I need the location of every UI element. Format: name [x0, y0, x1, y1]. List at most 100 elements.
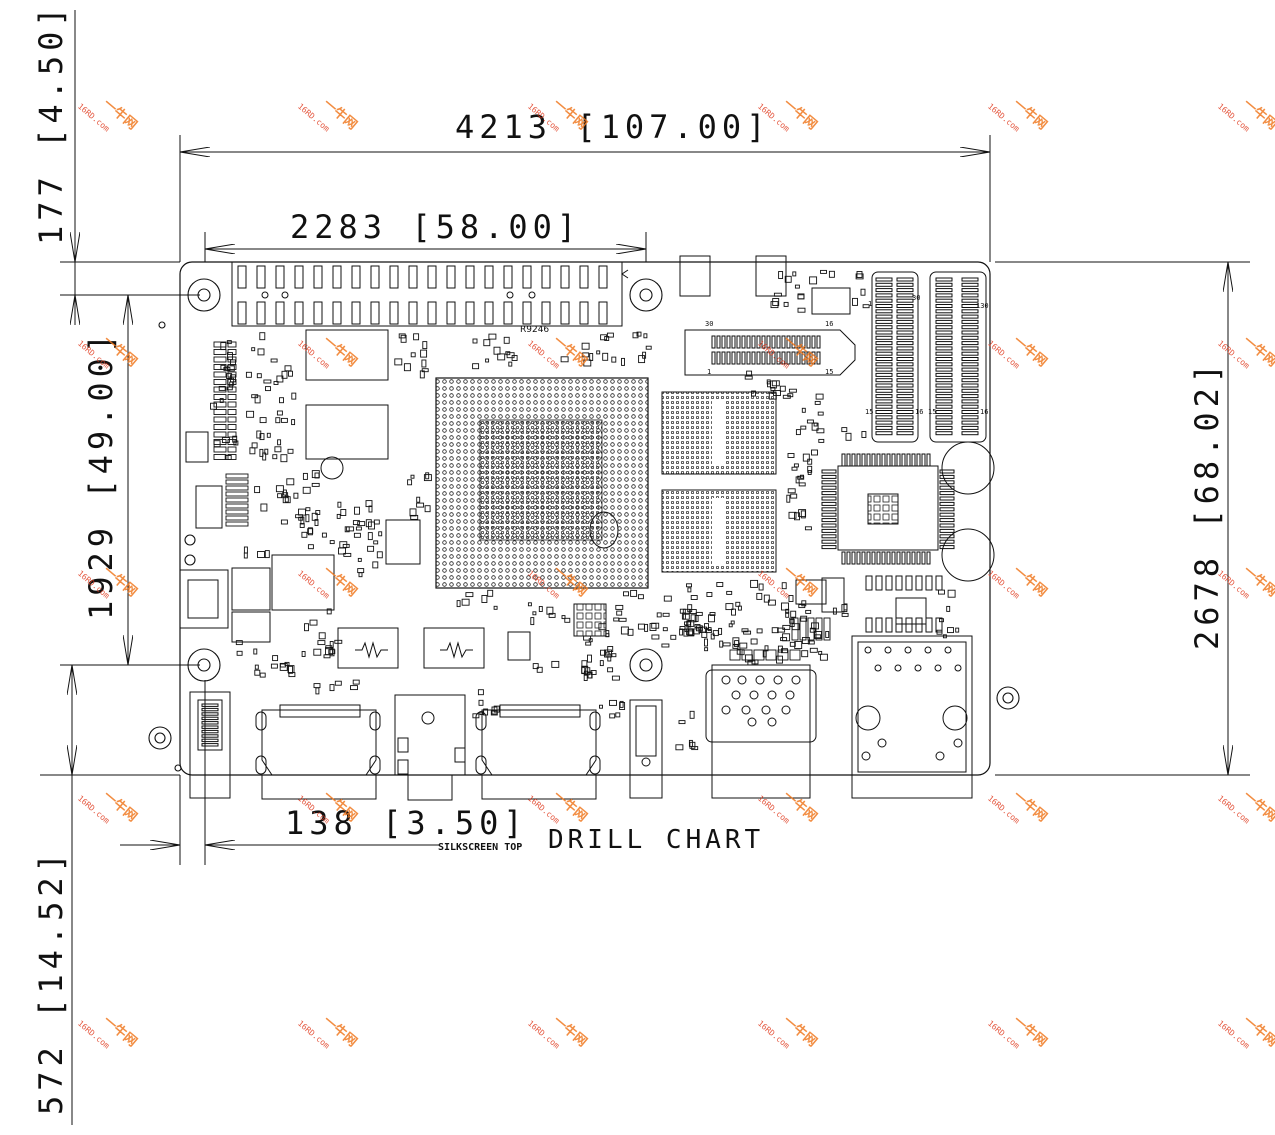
usb-port: [705, 664, 817, 799]
header-pin: [389, 265, 399, 289]
dimension-lines: [40, 10, 1250, 1125]
passive-components: [210, 269, 960, 751]
header-pin: [541, 301, 551, 325]
b2b-pin-30: 30: [912, 294, 920, 302]
header-pin: [446, 301, 456, 325]
header-pin: [294, 301, 304, 325]
header-pin: [408, 301, 418, 325]
header-pin: [256, 265, 266, 289]
header-pin: [275, 265, 285, 289]
mounting-holes: [148, 278, 1020, 772]
overall-width-label: 4213 [107.00]: [455, 108, 770, 146]
header-pin: [332, 301, 342, 325]
header-pin: [560, 265, 570, 289]
top-offset-label: 177 [4.50]: [32, 2, 70, 245]
b2b-pin-15b: 15: [928, 408, 936, 416]
mounting-hole-bottom-right: [629, 648, 663, 682]
b2b-pin-130: 130: [976, 302, 989, 310]
ram-chips: [661, 391, 777, 573]
b2b-pin-1: 1: [868, 300, 872, 308]
silkscreen-label: SILKSCREEN TOP: [438, 842, 522, 853]
header-pin: [522, 301, 532, 325]
header-pin: [522, 265, 532, 289]
header-pin: [237, 265, 247, 289]
header-pin: [503, 265, 513, 289]
header-pin: [389, 301, 399, 325]
fpc-connector: [684, 329, 856, 376]
mounting-hole-top-right: [629, 278, 663, 312]
b2b-pin-16b: 16: [980, 408, 988, 416]
header-pin: [598, 301, 608, 325]
hdmi-connectors: [255, 704, 601, 800]
b2b-pin-15a: 15: [865, 408, 873, 416]
gpio-header: [231, 261, 629, 327]
header-pin: [484, 265, 494, 289]
mounting-hole-extra-left: [148, 726, 172, 750]
board-to-board-connectors: [871, 271, 987, 443]
header-pin: [332, 265, 342, 289]
header-pin: [541, 265, 551, 289]
header-pin: [484, 301, 494, 325]
bottom-extension-label: 572 [14.52]: [32, 848, 70, 1115]
fpc-pin-30: 30: [705, 320, 713, 328]
header-pin: [446, 265, 456, 289]
header-pin: [256, 301, 266, 325]
header-pin: [560, 301, 570, 325]
header-pin: [465, 265, 475, 289]
header-pin: [370, 301, 380, 325]
drill-chart-label: DRILL CHART: [548, 825, 764, 855]
header-pin: [579, 301, 589, 325]
mounting-hole-bottom-left: [187, 648, 221, 682]
header-pin: [275, 301, 285, 325]
mounting-hole-top-left: [187, 278, 221, 312]
soc-bga: [435, 377, 649, 589]
ffc-vertical: [629, 699, 663, 799]
fpc-pin-1: 1: [707, 368, 711, 376]
header-pin: [351, 265, 361, 289]
header-pin: [351, 301, 361, 325]
header-pin: [313, 301, 323, 325]
header-pin: [579, 265, 589, 289]
audio-jack: [394, 694, 466, 801]
header-pin: [313, 265, 323, 289]
header-pin: [427, 301, 437, 325]
header-pin: [427, 265, 437, 289]
header-width-label: 2283 [58.00]: [290, 208, 581, 246]
header-pin: [465, 301, 475, 325]
header-pin: [598, 265, 608, 289]
b2b-pin-16a: 16: [915, 408, 923, 416]
mounting-hole-extra-right: [996, 686, 1020, 710]
ethernet-jack: [851, 635, 973, 799]
usb-c-left: [179, 569, 229, 629]
hole-spacing-label: 1929 [49.00]: [82, 329, 120, 620]
header-pin: [408, 265, 418, 289]
header-pin: [237, 301, 247, 325]
overall-height-label: 2678 [68.02]: [1188, 359, 1226, 650]
ref-r9246: R9246: [520, 325, 549, 335]
header-pin: [370, 265, 380, 289]
fpc-pin-16: 16: [825, 320, 833, 328]
fpc-pin-15: 15: [825, 368, 833, 376]
qfp-chip: [821, 453, 955, 633]
inductors: [271, 329, 995, 669]
micro-usb-power: [189, 691, 231, 799]
